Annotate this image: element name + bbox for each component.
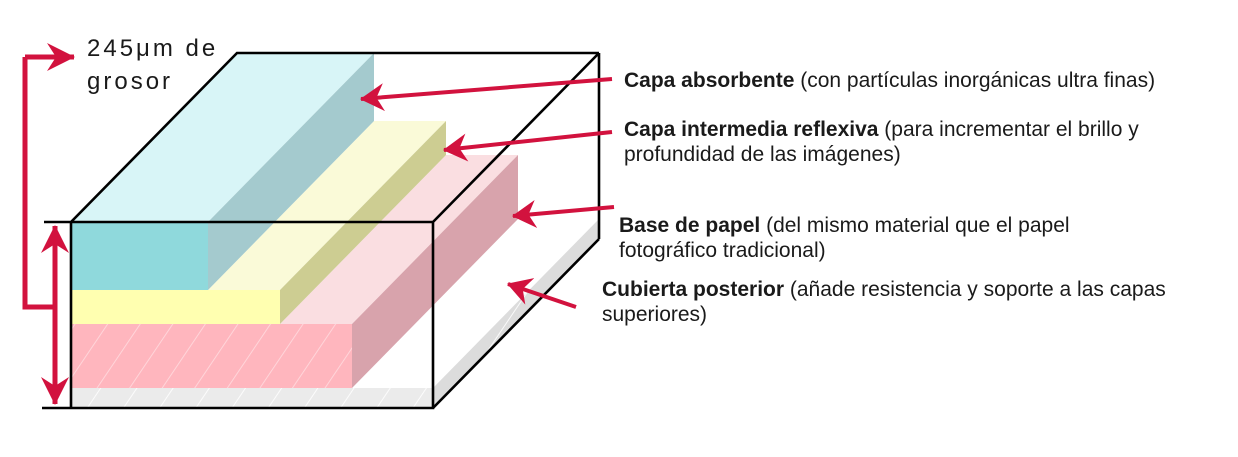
- label-desc-text: (del mismo material que el papel: [766, 214, 1070, 237]
- label-bold-text: Capa intermedia reflexiva: [624, 118, 879, 141]
- leader-arrows: [360, 77, 615, 309]
- absorbent-front-face: [71, 222, 208, 290]
- label-line: Cubierta posterior (añade resistencia y …: [602, 277, 1166, 302]
- label-cubierta-posterior: Cubierta posterior (añade resistencia y …: [602, 277, 1166, 327]
- thickness-label-line2: grosor: [87, 68, 174, 95]
- label-line: fotográfico tradicional): [619, 239, 826, 262]
- paper-base-front-hatch: [71, 324, 352, 388]
- leader-arrow-cubierta-posterior: [507, 278, 577, 309]
- label-desc-text: (añade resistencia y soporte a las capas: [789, 278, 1166, 301]
- label-line: Base de papel (del mismo material que el…: [619, 213, 1070, 238]
- leader-arrow-base-de-papel: [512, 200, 615, 228]
- layer-cubierta-posterior: [71, 219, 599, 408]
- label-line: profundidad de las imágenes): [624, 143, 901, 166]
- label-line: Capa absorbente (con partículas inorgáni…: [624, 68, 1155, 93]
- box-wireframe: [42, 51, 601, 410]
- thickness-label: 245μm de grosor: [87, 32, 218, 98]
- label-desc-text: (para incrementar el brillo y: [884, 118, 1139, 141]
- label-capa-absorbente: Capa absorbente (con partículas inorgáni…: [624, 68, 1155, 93]
- label-desc-text: (con partículas inorgánicas ultra finas): [800, 69, 1156, 92]
- label-bold-text: Base de papel: [619, 214, 761, 237]
- label-line: Capa intermedia reflexiva (para incremen…: [624, 117, 1139, 142]
- layer-capa-absorbente: [71, 53, 374, 290]
- leader-arrow-capa-absorbente: [360, 77, 613, 112]
- label-line: superiores): [602, 303, 708, 326]
- absorbent-top-face: [71, 53, 374, 222]
- label-bold-text: Cubierta posterior: [602, 278, 785, 301]
- absorbent-side-face: [208, 53, 374, 290]
- reflective-top-face: [208, 121, 446, 290]
- paper-base-side-face: [352, 155, 518, 388]
- thickness-bracket: [22, 57, 55, 310]
- leader-arrow-capa-intermedia: [443, 130, 613, 162]
- label-base-de-papel: Base de papel (del mismo material que el…: [619, 213, 1070, 263]
- back-cover-front-hatch: [71, 388, 433, 408]
- thickness-measure: [22, 43, 75, 405]
- reflective-front-face: [71, 290, 280, 324]
- label-capa-intermedia: Capa intermedia reflexiva (para incremen…: [624, 117, 1139, 167]
- label-bold-text: Capa absorbente: [624, 69, 795, 92]
- thickness-label-line1: 245μm de: [87, 35, 219, 62]
- back-cover-side-hatch: [433, 219, 599, 408]
